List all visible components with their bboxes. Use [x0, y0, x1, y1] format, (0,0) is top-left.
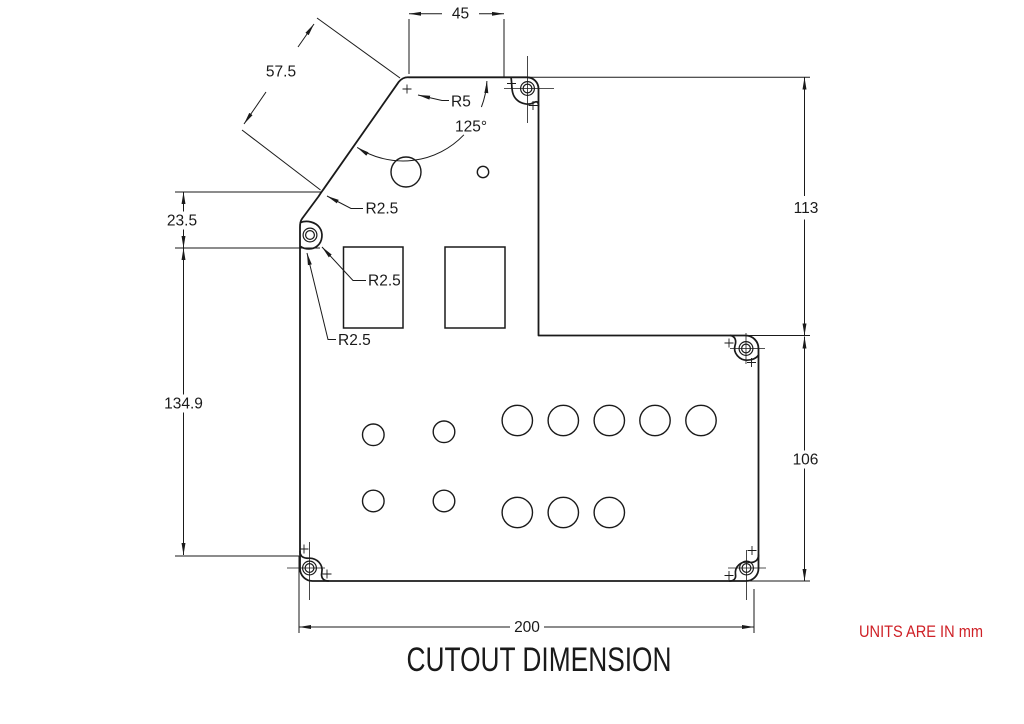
round-hole [361, 489, 385, 513]
round-hole [432, 420, 456, 444]
extension-lines [175, 17, 810, 633]
round-hole [593, 404, 626, 437]
dim-left-lower: 134.9 [164, 396, 203, 413]
mount-tab-hook-left-notch [299, 220, 323, 250]
rect-cutout-right [444, 246, 506, 329]
mounting-hole-top-right [504, 56, 554, 123]
label-corner-radius: R5 [451, 94, 471, 111]
round-hole [639, 404, 671, 437]
dim-left-upper: 23.5 [167, 213, 197, 230]
dim-bottom-width: 200 [514, 619, 540, 636]
round-hole [432, 489, 456, 513]
units-note: UNITS ARE IN mm [859, 623, 983, 641]
dim-corner-angle: 125° [455, 119, 487, 136]
round-hole-group [361, 156, 717, 529]
plate-outline [299, 76, 760, 582]
round-hole [361, 423, 385, 447]
center-marks [299, 79, 757, 580]
leader-fillet-bottom [306, 252, 336, 340]
dim-right-upper: 113 [794, 200, 819, 217]
round-hole [547, 404, 580, 437]
mount-tab-hook-bottom-right [728, 554, 760, 582]
label-fillet-bottom: R2.5 [338, 332, 371, 349]
round-hole [501, 496, 534, 529]
round-hole [593, 496, 626, 529]
leader-fillet-middle [321, 246, 366, 281]
round-hole [390, 156, 422, 188]
mounting-hole-bottom-right [728, 550, 766, 600]
mounting-hole-left-notch [302, 227, 318, 243]
mount-tab-hook-bottom-left [299, 550, 330, 582]
mounting-hole-bottom-left [287, 542, 325, 600]
dim-diagonal-edge: 57.5 [266, 64, 296, 81]
mounting-hole-mid-right [730, 333, 765, 364]
round-hole [501, 404, 534, 437]
pilot-hole [476, 165, 490, 179]
dim-right-lower: 106 [793, 452, 819, 469]
label-fillet-top: R2.5 [366, 201, 399, 218]
dim-top-width: 45 [452, 6, 469, 23]
leader-r5 [417, 94, 449, 101]
rect-cutout-left [342, 246, 404, 329]
mount-tab-hook-mid-right [729, 334, 760, 362]
round-hole [547, 496, 580, 529]
mount-tab-hook-top-right [510, 76, 540, 107]
dimension-lines [181, 11, 807, 629]
drawing-title: CUTOUT DIMENSION [407, 641, 672, 679]
round-hole [685, 404, 717, 437]
leader-fillet-top [326, 195, 363, 209]
label-fillet-middle: R2.5 [368, 273, 401, 290]
